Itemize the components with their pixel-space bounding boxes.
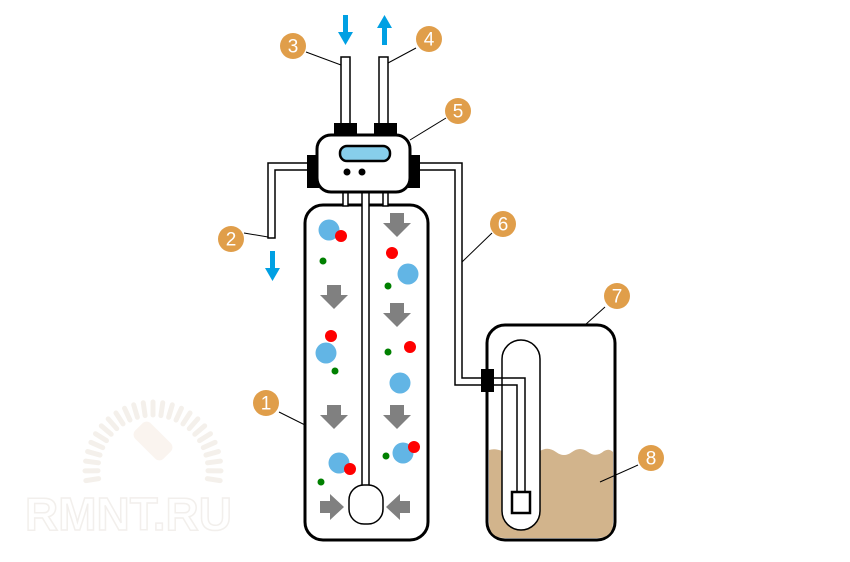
control-valve bbox=[315, 133, 412, 194]
number-label-1: 1 bbox=[253, 390, 279, 416]
svg-text:5: 5 bbox=[453, 102, 464, 123]
number-label-8: 8 bbox=[638, 445, 664, 471]
inlet-arrow-down-icon bbox=[338, 15, 353, 45]
hardness-ion bbox=[386, 247, 398, 259]
grey-arrow-right-icon bbox=[320, 494, 344, 520]
svg-text:3: 3 bbox=[288, 37, 299, 58]
svg-text:4: 4 bbox=[424, 30, 435, 51]
svg-text:7: 7 bbox=[612, 287, 623, 308]
resin-bead bbox=[315, 342, 337, 364]
sodium-ion bbox=[319, 257, 327, 265]
grey-arrow-down-icon bbox=[320, 405, 348, 429]
grey-flow-arrows bbox=[320, 213, 411, 520]
svg-text:1: 1 bbox=[261, 394, 272, 415]
number-label-5: 5 bbox=[445, 98, 471, 124]
hardness-ion bbox=[335, 230, 347, 242]
brine-well bbox=[501, 339, 541, 531]
inlet-connector bbox=[334, 123, 357, 136]
svg-text:8: 8 bbox=[646, 449, 657, 470]
distributor bbox=[348, 484, 384, 525]
grey-arrow-down-icon bbox=[383, 405, 411, 429]
svg-text:6: 6 bbox=[498, 215, 509, 236]
resin-bead bbox=[318, 219, 340, 241]
grey-arrow-down-icon bbox=[320, 285, 348, 309]
hardness-ion bbox=[404, 341, 416, 353]
watermark-logo: RMNT.RU bbox=[24, 399, 233, 541]
riser-tube bbox=[361, 189, 370, 489]
number-label-7: 7 bbox=[604, 283, 630, 309]
drain-arrow-down-icon bbox=[265, 251, 280, 281]
sodium-ion bbox=[384, 348, 392, 356]
brine-valve-float bbox=[510, 490, 532, 515]
resin-bead bbox=[397, 263, 419, 285]
particles bbox=[315, 219, 420, 486]
svg-text:2: 2 bbox=[226, 230, 237, 251]
valve-display bbox=[338, 144, 392, 163]
grey-arrow-down-icon bbox=[383, 303, 411, 327]
outlet-connector bbox=[374, 123, 397, 136]
outlet-arrow-up-icon bbox=[377, 15, 392, 45]
outlet-pipe bbox=[378, 56, 389, 126]
resin-bead bbox=[389, 372, 411, 394]
sodium-ion bbox=[331, 367, 339, 375]
sodium-ion bbox=[317, 478, 325, 486]
grey-arrow-left-icon bbox=[386, 494, 410, 520]
flow-arrows bbox=[265, 15, 392, 281]
hardness-ion bbox=[325, 330, 337, 342]
number-label-2: 2 bbox=[218, 226, 244, 252]
valve-button bbox=[358, 168, 366, 176]
inlet-pipe bbox=[340, 56, 351, 126]
leader-lines bbox=[243, 47, 639, 483]
grey-arrow-down-icon bbox=[383, 213, 411, 237]
number-label-3: 3 bbox=[280, 33, 306, 59]
hardness-ion bbox=[408, 441, 420, 453]
brine-tank-connector bbox=[481, 369, 494, 392]
hardness-ion bbox=[344, 463, 356, 475]
valve-button bbox=[343, 168, 351, 176]
number-label-4: 4 bbox=[416, 26, 442, 52]
sodium-ion bbox=[384, 282, 392, 290]
sodium-ion bbox=[382, 452, 390, 460]
drain-pipe bbox=[267, 162, 308, 239]
watermark-text: RMNT.RU bbox=[25, 488, 232, 540]
number-label-6: 6 bbox=[490, 211, 516, 237]
